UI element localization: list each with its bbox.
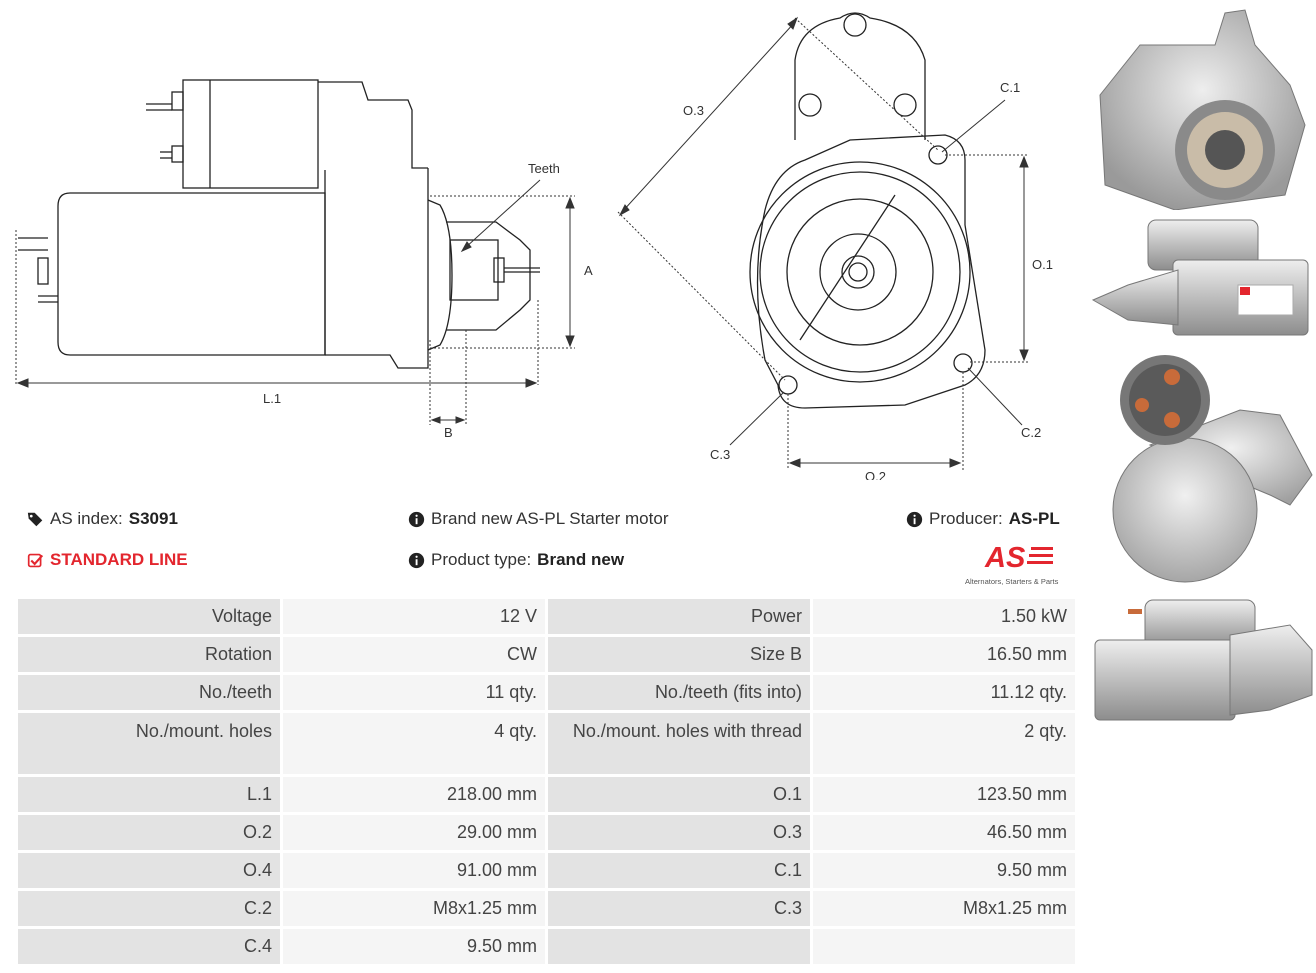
spec-value: 9.50 mm [283,929,545,964]
logo-tagline: Alternators, Starters & Parts [965,577,1059,586]
spec-value: 218.00 mm [283,777,545,812]
spec-key: No./teeth (fits into) [548,675,810,710]
product-photo-side-2 [1094,599,1313,721]
svg-text:AS: AS [984,542,1026,571]
info-icon [408,511,425,527]
table-row: C.2 M8x1.25 mm C.3 M8x1.25 mm [18,891,1075,926]
product-photo-front [1099,9,1306,210]
spec-key: Power [548,599,810,634]
spec-key: C.3 [548,891,810,926]
spec-value: 9.50 mm [813,853,1075,888]
spec-key: O.1 [548,777,810,812]
table-row: Rotation CW Size B 16.50 mm [18,637,1075,672]
as-pl-logo: AS Alternators, Starters & Parts [965,541,1067,586]
table-row: C.4 9.50 mm [18,929,1075,964]
spec-value: 29.00 mm [283,815,545,850]
label-teeth: Teeth [528,161,560,176]
producer: Producer: AS-PL [906,509,1060,529]
label-b: B [444,425,453,440]
spec-value: 11 qty. [283,675,545,710]
spec-key: No./teeth [18,675,280,710]
product-type: Product type: Brand new [408,550,624,570]
spec-value [813,929,1075,964]
spec-key: Voltage [18,599,280,634]
spec-table: Voltage 12 V Power 1.50 kW Rotation CW S… [15,596,1078,967]
as-logo-mark: AS [984,542,1053,574]
table-row: L.1 218.00 mm O.1 123.50 mm [18,777,1075,812]
spec-key: O.2 [18,815,280,850]
info-icon [906,511,923,527]
checkbox-checked-icon [27,553,44,567]
spec-value: 16.50 mm [813,637,1075,672]
spec-key: C.4 [18,929,280,964]
spec-value: M8x1.25 mm [813,891,1075,926]
table-row: No./teeth 11 qty. No./teeth (fits into) … [18,675,1075,710]
tags-icon [27,512,43,526]
spec-key [548,929,810,964]
spec-key: C.2 [18,891,280,926]
spec-key: C.1 [548,853,810,888]
spec-value: 91.00 mm [283,853,545,888]
spec-value: 11.12 qty. [813,675,1075,710]
label-c1: C.1 [1000,80,1020,95]
solenoid-outline [146,79,428,189]
spec-value: 12 V [283,599,545,634]
product-type-label: Product type: [431,550,532,569]
as-index-value: S3091 [128,509,178,528]
producer-value: AS-PL [1008,509,1060,528]
table-row: No./mount. holes 4 qty. No./mount. holes… [18,713,1075,774]
as-index-label: AS index: [50,509,123,528]
as-index: AS index: S3091 [27,509,178,529]
label-c2: C.2 [1021,425,1041,440]
standard-line-text: STANDARD LINE [50,550,188,569]
front-view-outline [749,12,986,409]
spec-key: Size B [548,637,810,672]
label-a: A [584,263,593,278]
spec-key: No./mount. holes [18,713,280,774]
pinion-outline [427,199,540,351]
technical-drawing: Teeth A B L.1 O.3 [15,12,1053,480]
label-o2: O.2 [865,469,886,480]
info-icon [408,552,425,568]
spec-key: Rotation [18,637,280,672]
spec-key: L.1 [18,777,280,812]
spec-key: O.3 [548,815,810,850]
spec-value: 123.50 mm [813,777,1075,812]
spec-key: O.4 [18,853,280,888]
product-photo-side [1091,219,1309,336]
description-text: Brand new AS-PL Starter motor [431,509,669,528]
table-row: O.2 29.00 mm O.3 46.50 mm [18,815,1075,850]
producer-label: Producer: [929,509,1003,528]
product-type-value: Brand new [537,550,625,569]
spec-value: CW [283,637,545,672]
table-row: Voltage 12 V Power 1.50 kW [18,599,1075,634]
product-photo-rear [1112,355,1313,583]
motor-body-outline [18,168,429,369]
label-c3: C.3 [710,447,730,462]
spec-value: M8x1.25 mm [283,891,545,926]
spec-value: 4 qty. [283,713,545,774]
spec-value: 46.50 mm [813,815,1075,850]
label-l1: L.1 [263,391,281,406]
standard-line: STANDARD LINE [27,550,188,570]
spec-key: No./mount. holes with thread [548,713,810,774]
spec-value: 1.50 kW [813,599,1075,634]
description: Brand new AS-PL Starter motor [408,509,668,529]
label-o1: O.1 [1032,257,1053,272]
label-o3: O.3 [683,103,704,118]
table-row: O.4 91.00 mm C.1 9.50 mm [18,853,1075,888]
spec-value: 2 qty. [813,713,1075,774]
